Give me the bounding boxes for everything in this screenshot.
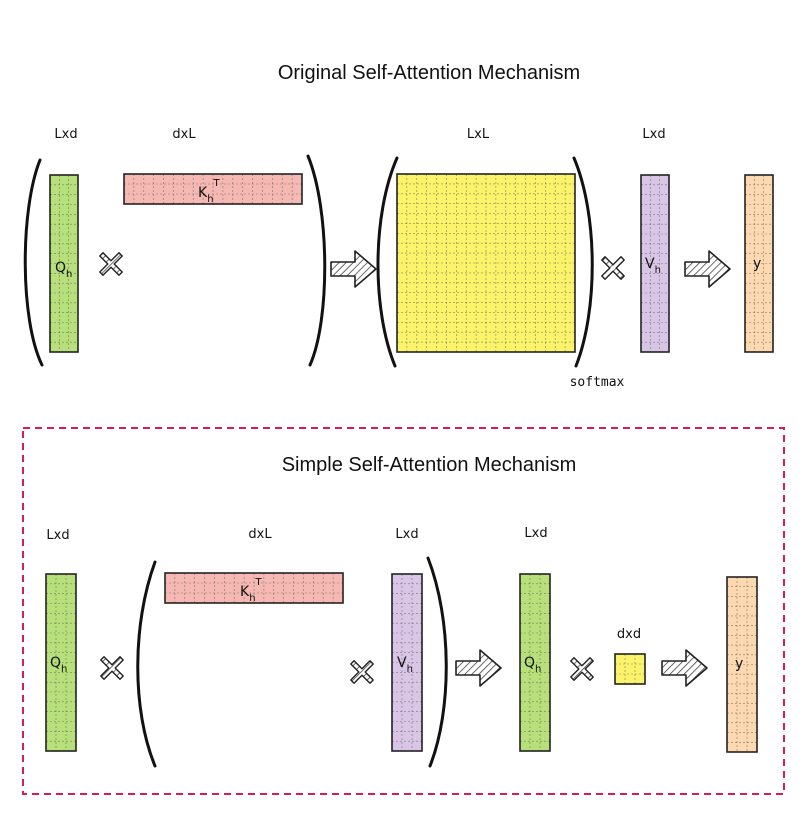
softmax-label: softmax [570, 375, 625, 390]
q2-matrix [519, 573, 551, 752]
q2-matrix-label: Qh [524, 655, 541, 675]
k-transpose-label: KhT [240, 577, 263, 604]
attention-matrix [396, 173, 576, 353]
y-output-matrix [726, 576, 758, 753]
attn-right-paren [572, 156, 594, 368]
hatched-arrow-icon [330, 250, 377, 288]
times-icon [570, 657, 594, 681]
simple-section-frame [22, 427, 785, 795]
original-title: Original Self-Attention Mechanism [278, 62, 580, 84]
y-output-matrix [744, 174, 774, 353]
v-matrix [391, 573, 423, 752]
simple-attention-section: Simple Self-Attention Mechanism Lxd dxL … [22, 427, 785, 795]
k-dim-label: dxL [172, 127, 196, 142]
k-dim-label: dxL [248, 527, 272, 542]
attn-left-paren [376, 156, 399, 368]
q-matrix-label: Qh [50, 655, 67, 675]
right-paren [306, 154, 327, 367]
v-matrix-label: Vh [397, 655, 413, 675]
times-icon [100, 656, 124, 680]
small-dim-label: dxd [617, 627, 641, 642]
q-matrix [49, 174, 79, 353]
q-dim-label: Lxd [54, 127, 77, 142]
k-transpose-matrix [123, 173, 303, 205]
hatched-arrow-icon [661, 649, 708, 687]
small-dxd-matrix [614, 653, 646, 685]
left-paren [136, 560, 157, 768]
left-paren [23, 158, 44, 367]
simple-title: Simple Self-Attention Mechanism [282, 454, 577, 476]
times-icon [350, 660, 374, 684]
k-transpose-matrix [164, 572, 344, 604]
original-attention-section: Original Self-Attention Mechanism Lxd dx… [23, 62, 774, 390]
hatched-arrow-icon [455, 649, 502, 687]
q2-dim-label: Lxd [524, 526, 547, 541]
right-paren [426, 556, 448, 768]
v-matrix-label: Vh [645, 256, 661, 276]
q-dim-label: Lxd [46, 528, 69, 543]
times-icon [601, 256, 625, 280]
times-icon [99, 252, 123, 276]
k-transpose-label: KhT [198, 178, 221, 205]
hatched-arrow-icon [684, 250, 731, 288]
v-matrix [640, 174, 670, 353]
q-matrix-label: Qh [55, 260, 72, 280]
v-dim-label: Lxd [642, 127, 665, 142]
y-output-label: y [753, 256, 761, 272]
y-output-label: y [735, 656, 743, 672]
q-matrix [45, 573, 77, 752]
attn-dim-label: LxL [467, 127, 490, 142]
v-dim-label: Lxd [395, 527, 418, 542]
